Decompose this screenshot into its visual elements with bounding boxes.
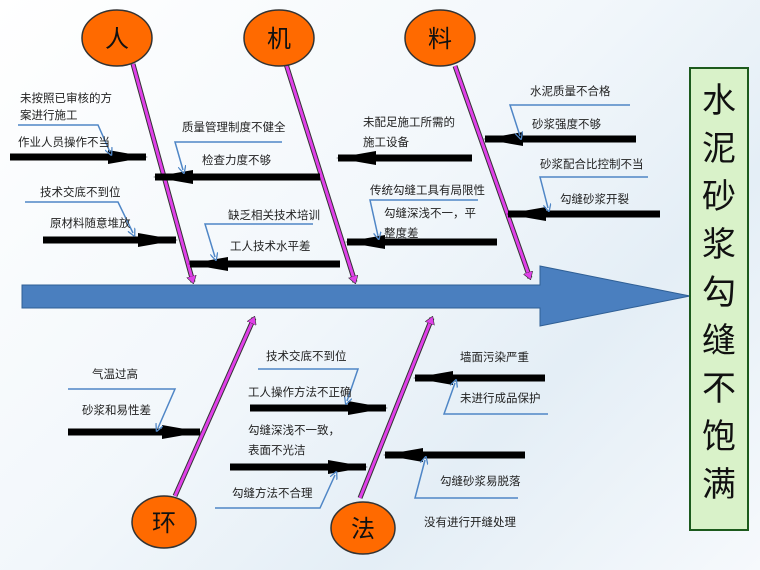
cause-label: 勾缝深浅不一，平 bbox=[384, 206, 476, 220]
bone-ji bbox=[284, 63, 355, 282]
cause-label: 未配足施工所需的 bbox=[363, 115, 455, 129]
cause-label: 工人技术水平差 bbox=[230, 239, 311, 253]
cause-label: 案进行施工 bbox=[20, 108, 78, 122]
effect-char: 泥 bbox=[702, 129, 736, 169]
cause-label: 未按照已审核的方 bbox=[20, 91, 112, 105]
effect-char: 勾 bbox=[702, 273, 736, 313]
effect-char: 不 bbox=[702, 369, 736, 409]
cause-label: 没有进行开缝处理 bbox=[424, 515, 516, 529]
cause-label: 工人操作方法不正确 bbox=[248, 385, 352, 399]
category-label-ren: 人 bbox=[105, 25, 129, 53]
effect-text: 水 泥 砂 浆 勾 缝 不 饱 满 bbox=[702, 81, 736, 505]
cause-label: 气温过高 bbox=[92, 367, 138, 381]
cause-label: 整度差 bbox=[384, 226, 419, 240]
bone-fa bbox=[358, 318, 432, 499]
cause-label: 原材料随意堆放 bbox=[50, 216, 131, 230]
effect-char: 水 bbox=[702, 81, 736, 121]
cause-label: 技术交底不到位 bbox=[40, 185, 121, 199]
effect-box bbox=[689, 67, 749, 531]
cause-label: 勾缝方法不合理 bbox=[232, 486, 313, 500]
category-oval-liao: 料 bbox=[404, 9, 476, 67]
cause-label: 砂浆和易性差 bbox=[82, 403, 151, 417]
cause-label: 砂浆配合比控制不当 bbox=[540, 157, 644, 171]
cause-label: 砂浆强度不够 bbox=[532, 117, 601, 131]
category-label-liao: 料 bbox=[428, 25, 452, 53]
category-label-huan: 环 bbox=[152, 509, 176, 537]
category-oval-huan: 环 bbox=[131, 495, 197, 549]
effect-char: 缝 bbox=[702, 321, 736, 361]
cause-label: 勾缝深浅不一致， bbox=[248, 423, 340, 437]
effect-char: 砂 bbox=[702, 177, 736, 217]
cause-label: 未进行成品保护 bbox=[460, 391, 541, 405]
cause-label: 质量管理制度不健全 bbox=[182, 120, 286, 134]
category-oval-ren: 人 bbox=[81, 9, 153, 67]
bone-ren bbox=[131, 63, 193, 282]
cause-label: 勾缝砂浆易脱落 bbox=[440, 474, 521, 488]
cause-label: 表面不光洁 bbox=[248, 443, 306, 457]
category-oval-fa: 法 bbox=[330, 501, 396, 555]
cause-label: 检查力度不够 bbox=[202, 153, 271, 167]
callout-lines bbox=[18, 104, 648, 509]
bone-huan bbox=[173, 318, 254, 497]
bone-liao bbox=[453, 65, 530, 278]
cause-label: 缺乏相关技术培训 bbox=[228, 208, 320, 222]
category-label-ji: 机 bbox=[267, 25, 291, 53]
effect-char: 浆 bbox=[702, 225, 736, 265]
cause-label: 水泥质量不合格 bbox=[530, 84, 611, 98]
cause-labels: 未按照已审核的方 案进行施工 作业人员操作不当 质量管理制度不健全 检查力度不够… bbox=[18, 84, 644, 529]
cause-label: 施工设备 bbox=[363, 135, 409, 149]
category-label-fa: 法 bbox=[351, 515, 375, 543]
cause-label: 传统勾缝工具有局限性 bbox=[370, 183, 485, 197]
cause-arrows bbox=[10, 132, 660, 474]
cause-label: 墙面污染严重 bbox=[460, 350, 529, 364]
effect-char: 满 bbox=[702, 465, 736, 505]
effect-char: 饱 bbox=[702, 417, 736, 457]
cause-label: 技术交底不到位 bbox=[266, 349, 347, 363]
category-oval-ji: 机 bbox=[243, 9, 315, 67]
cause-label: 勾缝砂浆开裂 bbox=[560, 192, 629, 206]
spine-arrow bbox=[21, 265, 691, 327]
cause-label: 作业人员操作不当 bbox=[18, 135, 110, 149]
